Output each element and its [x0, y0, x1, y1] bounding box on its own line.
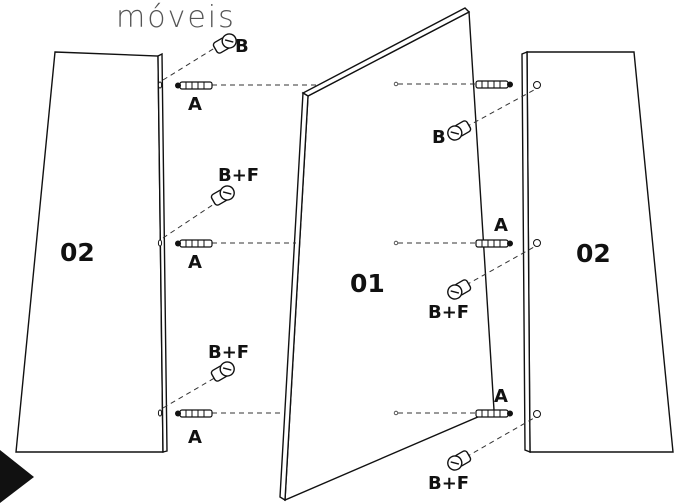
center-panel-label: 01 [350, 269, 385, 298]
guide-cam-top-right [465, 89, 535, 128]
left-panel-hole-mid [157, 239, 163, 247]
dowel-icon [175, 81, 213, 90]
guide-cam-mid-right [465, 246, 535, 286]
label-cam-bottom-right: B+F [428, 473, 469, 494]
brand-logo-text: móveis [116, 0, 236, 35]
guide-cam-top-left [162, 45, 219, 81]
right-panel-hole-bottom [533, 410, 541, 418]
label-dowel-mid-left: A [188, 252, 202, 273]
left-panel-label: 02 [60, 238, 95, 267]
right-cams: B B+F B+F [428, 120, 472, 494]
right-panel-edge [521, 50, 531, 454]
dowel-icon [175, 409, 213, 418]
label-cam-top-right: B [432, 127, 446, 148]
label-dowel-top-left: A [188, 94, 202, 115]
center-panel-side-edge [279, 91, 309, 502]
label-cam-top-left: B [235, 36, 249, 57]
dowel-icon [475, 80, 513, 89]
center-hole-mid [393, 240, 399, 246]
cam-lock-icon [447, 120, 472, 141]
label-dowel-bottom-left: A [188, 427, 202, 448]
right-panel-hole-top [533, 81, 541, 89]
cam-lock-icon [210, 185, 235, 206]
guide-lines [162, 45, 535, 458]
cam-lock-icon [210, 361, 235, 382]
label-cam-mid-left: B+F [218, 165, 259, 186]
label-dowel-bottom-right: A [494, 386, 508, 407]
left-panel-edge [157, 52, 168, 453]
cam-lock-icon [447, 450, 472, 471]
center-panel-face [284, 10, 495, 502]
label-cam-mid-right: B+F [428, 302, 469, 323]
left-cams: B B+F B+F [208, 33, 259, 382]
right-panel-label: 02 [576, 239, 611, 268]
dowel-icon [475, 409, 513, 418]
right-panel-hole-mid [533, 239, 541, 247]
left-side-panel: 02 [15, 51, 168, 453]
left-dowels: A A A [175, 81, 213, 448]
corner-arrow-icon [0, 450, 34, 503]
guide-cam-bottom-right [465, 417, 535, 458]
right-dowels: A A [475, 80, 513, 418]
cam-lock-icon [212, 33, 237, 54]
left-panel-hole-bottom [157, 409, 163, 417]
center-panel: 01 [279, 7, 495, 502]
dowel-icon [475, 239, 513, 248]
guide-cam-bottom-left [162, 375, 219, 409]
label-cam-bottom-left: B+F [208, 342, 249, 363]
right-side-panel: 02 [521, 50, 674, 454]
label-dowel-mid-right: A [494, 215, 508, 236]
left-panel-hole-top [157, 81, 163, 89]
dowel-icon [175, 239, 213, 248]
guide-cam-mid-left [162, 201, 218, 239]
center-hole-top [393, 81, 399, 87]
center-hole-bottom [393, 410, 399, 416]
cam-lock-icon [447, 279, 472, 300]
